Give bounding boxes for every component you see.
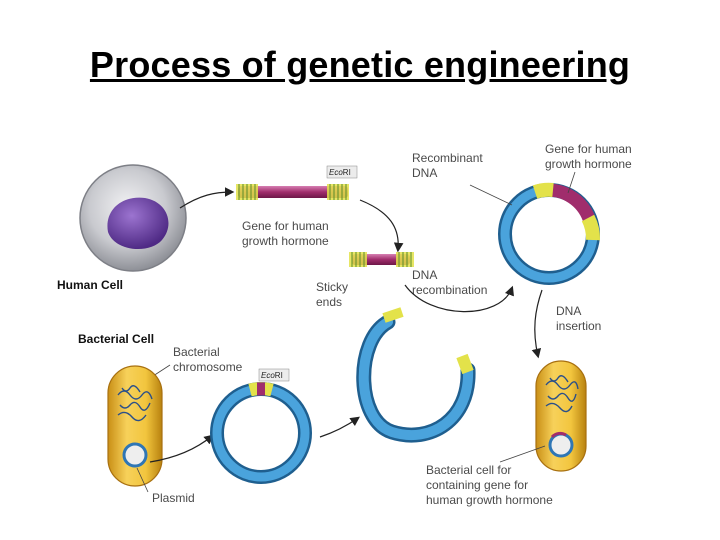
- arrow-recombination: [404, 284, 514, 313]
- ecori-tag-bottom: EcoRI: [258, 368, 290, 382]
- ecori-tag-top: EcoRI: [326, 165, 358, 179]
- arrow-cut-plasmid: [319, 416, 360, 438]
- gene-segment-top: [236, 184, 349, 200]
- bacterial-cell-right: [535, 360, 587, 472]
- label-dna-recombination: DNA: [412, 268, 437, 282]
- page-title: Process of genetic engineering: [89, 44, 631, 85]
- svg-text:DNA: DNA: [412, 166, 437, 180]
- label-human-cell: Human Cell: [57, 278, 123, 292]
- label-bacterial-chromosome: Bacterial: [173, 345, 220, 359]
- bacterial-cell-left: [107, 365, 163, 487]
- label-bacterial-cell-containing: Bacterial cell for: [426, 463, 511, 477]
- svg-text:growth hormone: growth hormone: [545, 157, 632, 171]
- svg-text:chromosome: chromosome: [173, 360, 243, 374]
- chromosome-squiggle: [117, 385, 153, 422]
- arrow-dna-insertion: [531, 289, 543, 359]
- svg-text:recombination: recombination: [412, 283, 487, 297]
- label-recombinant-dna: Recombinant: [412, 151, 483, 165]
- plasmid-ring: [210, 382, 312, 484]
- svg-text:insertion: insertion: [556, 319, 601, 333]
- arrow-cell-to-gene: [179, 187, 235, 209]
- open-plasmid: [356, 307, 476, 443]
- svg-text:EcoRI: EcoRI: [261, 371, 283, 380]
- label-bacterial-cell: Bacterial Cell: [78, 332, 154, 346]
- arrow-gene-down: [359, 199, 404, 253]
- svg-text:containing gene for: containing gene for: [426, 478, 528, 492]
- recombinant-dna-ring: [498, 182, 600, 285]
- leader-recombinant: [469, 184, 513, 206]
- svg-text:growth hormone: growth hormone: [242, 234, 329, 248]
- svg-text:human growth hormone: human growth hormone: [426, 493, 553, 507]
- svg-text:EcoRI: EcoRI: [329, 168, 351, 177]
- label-plasmid: Plasmid: [152, 491, 195, 505]
- label-gene-for-hgh-1: Gene for human: [242, 219, 329, 233]
- plasmid-small: [122, 442, 148, 468]
- nucleus: [107, 197, 169, 250]
- leader-bacterial-containing: [499, 445, 546, 463]
- label-dna-insertion: DNA: [556, 304, 581, 318]
- label-sticky-ends: Sticky: [316, 280, 348, 294]
- label-gene-for-hgh-2: Gene for human: [545, 142, 632, 156]
- leader-gene-2: [567, 171, 576, 194]
- chromosome-squiggle-right: [545, 375, 579, 413]
- arrow-extract-plasmid: [149, 434, 214, 463]
- svg-text:ends: ends: [316, 295, 342, 309]
- human-cell: [79, 164, 187, 272]
- gene-segment-middle: [349, 252, 414, 267]
- leader-plasmid: [136, 467, 149, 493]
